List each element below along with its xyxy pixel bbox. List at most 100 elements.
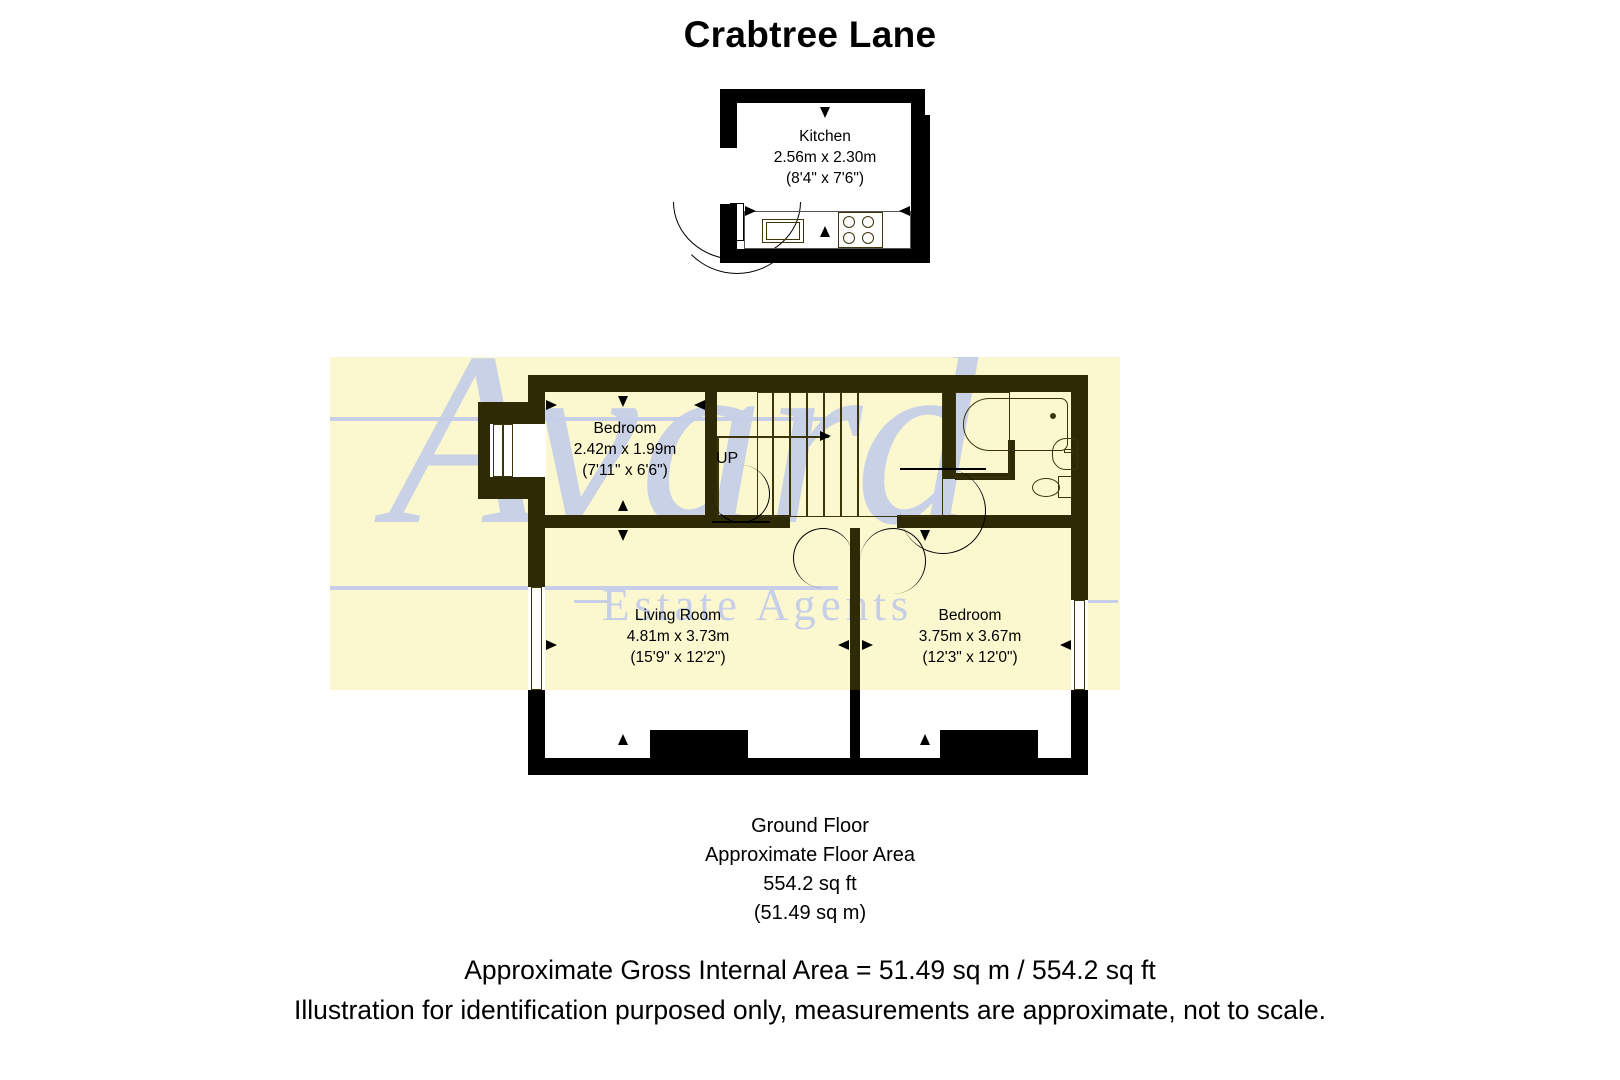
kitchen-room-name: Kitchen (799, 128, 851, 145)
hob-burner-1-icon (843, 216, 855, 228)
kitchen-room-metric: 2.56m x 2.30m (773, 149, 877, 166)
kitchen-wall-right-lower (911, 163, 930, 263)
ext-wall-right-upper (1071, 375, 1088, 495)
kitchen-sink-icon (762, 219, 804, 243)
kitchen-wall-top (720, 89, 925, 103)
bedroom-right-room-metric: 3.75m x 3.67m (918, 628, 1022, 645)
floor-summary-line-1: Ground Floor (751, 815, 869, 837)
living-dim-arrow-bottom (618, 734, 628, 745)
ext-wall-left-mid (528, 477, 545, 587)
chimney-breast-living (650, 730, 748, 758)
stair-outline (757, 392, 858, 517)
floor-summary-line-3: 554.2 sq ft (763, 873, 857, 895)
toilet-cistern-icon (1058, 476, 1072, 498)
living-dim-arrow-left (546, 640, 557, 650)
kitchen-dim-arrow-top (820, 107, 830, 118)
ext-wall-bottom (528, 758, 1088, 775)
int-wall-wc (955, 473, 1015, 480)
living-room-imperial: (15'9" x 12'2") (630, 649, 726, 666)
ext-wall-right-mid (1071, 495, 1088, 600)
kitchen-label: Kitchen 2.56m x 2.30m (8'4" x 7'6") (700, 126, 950, 189)
bedroom-right-label: Bedroom 3.75m x 3.67m (12'3" x 12'0") (845, 605, 1095, 668)
page-title: Crabtree Lane (683, 14, 937, 55)
ext-wall-right-lower (1071, 690, 1088, 775)
wc-cupboard (955, 392, 1010, 478)
kitchen-sink-inner-icon (766, 222, 800, 240)
stair-tread-5 (840, 392, 842, 517)
stair-direction-arrow-icon (820, 431, 831, 441)
ext-wall-bay-left (478, 402, 493, 497)
bedroom-right-room-name: Bedroom (938, 607, 1002, 624)
hob-burner-4-icon (862, 232, 874, 244)
hob-burner-2-icon (862, 216, 874, 228)
bedroom-top-room-name: Bedroom (593, 420, 657, 437)
bedroom-right-dim-arrow-top (920, 530, 930, 541)
bedroom-top-dim-arrow-bottom (618, 500, 628, 511)
kitchen-counter (744, 211, 911, 249)
bathtub-drain-icon (1050, 413, 1056, 419)
kitchen-wall-right-upper (911, 89, 925, 115)
kitchen-wall-right-step (911, 115, 930, 163)
stair-tread-3 (806, 392, 808, 517)
stair-tread-1 (772, 392, 774, 517)
chimney-breast-bedroom (940, 730, 1038, 758)
floor-summary-line-4: (51.49 sq m) (753, 902, 867, 924)
living-room-metric: 4.81m x 3.73m (626, 628, 730, 645)
disclaimer-line-2: Illustration for identification purposed… (293, 995, 1327, 1025)
ext-wall-left-lower (528, 690, 545, 775)
stair-tread-4 (823, 392, 825, 517)
kitchen-dim-arrow-right (899, 206, 910, 216)
int-wall-living-bedroom-lower (850, 690, 860, 758)
ext-wall-left-upper (528, 375, 545, 402)
living-door-arc-icon (793, 528, 853, 588)
bedroom-right-door-arc-icon (860, 528, 926, 594)
kitchen-dim-arrow-bottom (820, 226, 830, 237)
kitchen-wall-left-upper (720, 89, 737, 151)
bedroom-top-door-leaf (712, 521, 770, 523)
bedroom-right-dim-arrow-bottom (920, 734, 930, 745)
living-room-name: Living Room (634, 607, 722, 624)
living-window-pane-icon (531, 587, 542, 690)
floor-area-summary: Ground Floor Approximate Floor Area 554.… (0, 812, 1620, 928)
bedroom-right-window (1071, 600, 1088, 690)
toilet-bowl-icon (1032, 478, 1060, 497)
bay-window-left (490, 424, 546, 477)
bedroom-top-room-imperial: (7'11" x 6'6") (582, 462, 668, 479)
bedroom-top-label: Bedroom 2.42m x 1.99m (7'11" x 6'6") (500, 418, 750, 481)
basin-icon (1052, 438, 1078, 470)
int-wall-hall-bath (943, 392, 955, 479)
int-wall-wc-edge (1008, 440, 1015, 480)
bathroom-door-arc-icon (900, 468, 986, 554)
living-dim-arrow-top (618, 530, 628, 541)
stair-tread-2 (789, 392, 791, 517)
basin-tap-icon (1064, 449, 1073, 453)
bedroom-right-dim-arrow-left (862, 640, 873, 650)
bedroom-top-room-metric: 2.42m x 1.99m (573, 441, 677, 458)
bathroom-door-leaf (900, 468, 986, 470)
living-room-label: Living Room 4.81m x 3.73m (15'9" x 12'2"… (553, 605, 803, 668)
kitchen-hob-icon (838, 212, 883, 248)
kitchen-door-arc-mask (676, 148, 798, 203)
hob-burner-3-icon (843, 232, 855, 244)
bedroom-top-dim-arrow-top (618, 396, 628, 407)
ext-wall-top (528, 375, 1088, 392)
living-window (528, 587, 545, 690)
kitchen-door-swing-icon (672, 144, 802, 274)
int-wall-living-bedroom (850, 528, 860, 690)
bathtub-icon (963, 398, 1068, 451)
floor-summary-line-2: Approximate Floor Area (704, 844, 916, 866)
living-dim-arrow-right (838, 640, 849, 650)
kitchen-dim-arrow-left (745, 206, 756, 216)
stairs-up-label: UP (716, 450, 739, 467)
bay-window-pane-1-icon (493, 424, 503, 477)
stair-direction-line-h (717, 436, 829, 438)
bedroom-right-room-imperial: (12'3" x 12'0") (922, 649, 1018, 666)
disclaimer: Approximate Gross Internal Area = 51.49 … (0, 950, 1620, 1030)
bedroom-right-window-pane-icon (1074, 600, 1085, 690)
disclaimer-line-1: Approximate Gross Internal Area = 51.49 … (464, 955, 1156, 985)
bedroom-top-dim-arrow-left (546, 400, 557, 410)
bay-window-pane-2-icon (503, 424, 513, 477)
bedroom-right-dim-arrow-right (1060, 640, 1071, 650)
bedroom-top-dim-arrow-right (694, 400, 705, 410)
